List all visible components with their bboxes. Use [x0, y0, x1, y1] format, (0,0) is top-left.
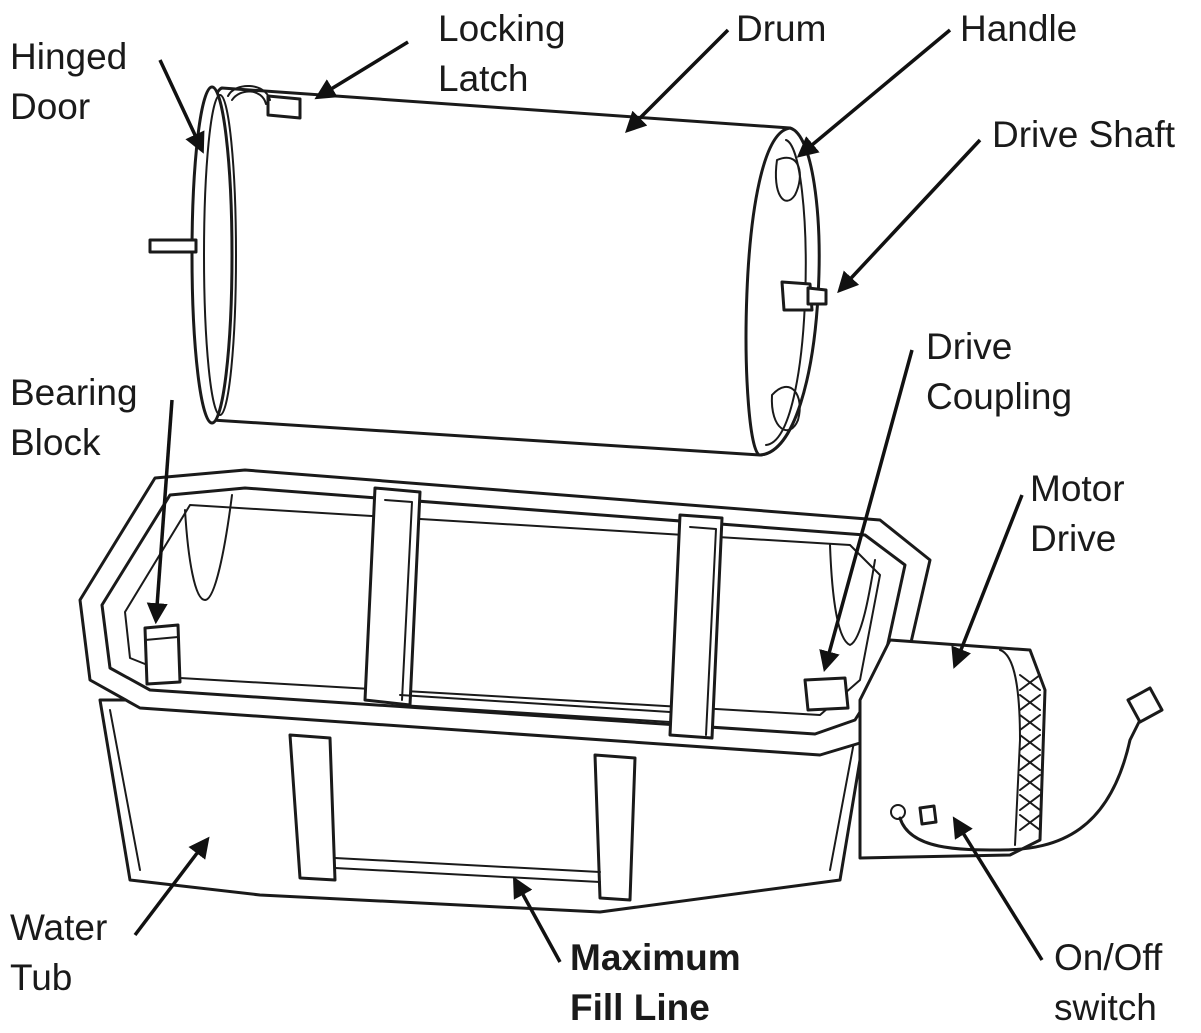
label-bearing-block: Bearing Block	[10, 372, 138, 463]
arrow-water-tub	[133, 836, 210, 937]
label-drive-shaft: Drive Shaft	[992, 114, 1176, 155]
arrow-handle	[796, 28, 952, 158]
motor-vent-grille	[1019, 674, 1041, 831]
drive-coupling	[803, 676, 850, 712]
maximum-fill-line-mark	[334, 857, 601, 873]
tub-rib-left	[363, 486, 422, 707]
on-off-switch	[918, 804, 938, 826]
label-maximum-fill-line: Maximum Fill Line	[570, 937, 741, 1028]
locking-latch	[227, 84, 302, 120]
callout-arrows	[133, 28, 1044, 963]
hinged-door-rim	[190, 85, 234, 425]
arrow-drive-coupling	[819, 349, 914, 673]
label-hinged-door: Hinged Door	[10, 36, 128, 127]
power-cord	[898, 718, 1142, 852]
water-tub	[78, 468, 932, 914]
handle-slot-bottom	[770, 386, 801, 432]
label-water-tub: Water Tub	[10, 907, 108, 998]
drum	[148, 84, 828, 457]
tub-rib-right	[668, 513, 724, 740]
arrow-bearing-block	[146, 399, 174, 625]
label-on-off-switch: On/Off switch	[1054, 937, 1163, 1028]
arrow-locking-latch	[314, 40, 409, 100]
label-drive-coupling: Drive Coupling	[926, 326, 1073, 417]
arrow-maximum-fill-line	[512, 876, 562, 963]
motor-drive	[858, 638, 1164, 860]
drum-axle-pin	[148, 238, 198, 254]
handle-slot-top	[774, 156, 801, 202]
arrow-motor-drive	[951, 494, 1024, 669]
label-locking-latch: Locking Latch	[438, 8, 566, 99]
label-motor-drive: Motor Drive	[1030, 468, 1125, 559]
tub-outer-rib-right	[593, 753, 637, 902]
power-plug	[1126, 686, 1164, 724]
label-handle: Handle	[960, 8, 1078, 49]
arrow-drum	[625, 28, 730, 133]
bearing-block	[143, 623, 182, 686]
arrow-hinged-door	[158, 59, 205, 154]
drive-shaft-stub	[780, 280, 828, 312]
arrow-on-off-switch	[952, 816, 1044, 961]
arrow-drive-shaft	[837, 138, 982, 294]
tub-outer-rib-left	[288, 733, 337, 882]
label-drum: Drum	[736, 8, 827, 49]
